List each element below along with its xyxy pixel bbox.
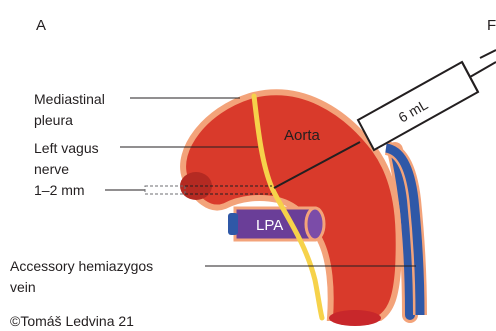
accessory-vein-label-line1: Accessory hemiazygos — [10, 257, 153, 275]
aorta-cut-end-bottom — [329, 310, 381, 326]
panel-label: A — [36, 17, 46, 35]
mediastinal-pleura-label-line2: pleura — [34, 111, 73, 129]
mediastinal-pleura-label-line1: Mediastinal — [34, 90, 105, 108]
copyright-text: ©Tomáš Ledvina 21 — [10, 312, 134, 330]
left-vagus-label-line1: Left vagus — [34, 139, 99, 157]
lpa-label: LPA — [256, 217, 283, 234]
aorta-label: Aorta — [284, 127, 321, 144]
distance-label: 1–2 mm — [34, 181, 85, 199]
left-vagus-label-line2: nerve — [34, 160, 69, 178]
accessory-vein-label-line2: vein — [10, 278, 36, 296]
panel-label-right: F — [487, 17, 496, 35]
